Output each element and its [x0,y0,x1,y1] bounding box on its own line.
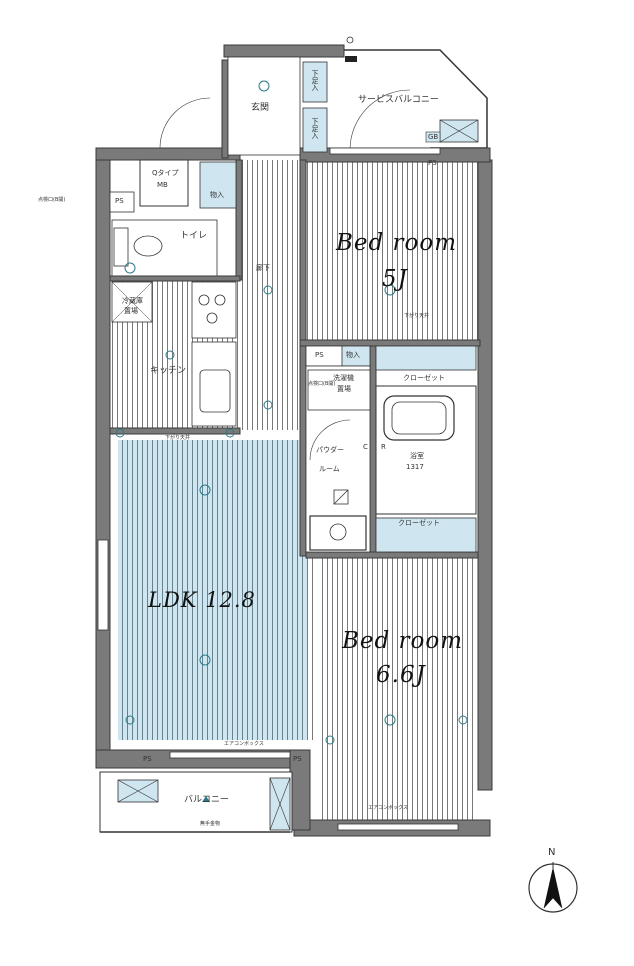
ceiling-label-1: 下がり天井 [404,313,430,319]
inspection-label-2: 点検口(B開) [308,381,336,387]
bedroom1-floor [305,162,480,340]
compass-label: N [548,847,556,858]
shoe-cabinet-1 [302,61,328,103]
light-icon [258,80,270,92]
shoe-cabinet-2 [302,107,328,153]
ps-label-left: PS [115,197,124,205]
floor-hatching [110,160,480,820]
entrance-label: 玄関 [251,103,270,113]
closet-2-label: クローゼット [398,519,440,527]
washer-label-1: 洗濯機 [333,374,354,382]
ps-label-top: PS [428,159,437,167]
balcony-label: バルコニー [184,795,229,805]
service-balcony-label: サービスバルコニー [358,95,439,105]
hallway-label: 廊下 [256,264,270,272]
bedroom1-size: 5J [382,266,408,292]
mb-label-2: MB [157,181,168,189]
kitchen-label: キッチン [150,366,187,376]
fridge-label-2: 置場 [124,307,138,315]
toilet-fixtures [113,227,163,274]
kitchen-fixtures [111,281,237,427]
shoe-cabinet-2-label: 下足入 [311,118,319,139]
powder-room-label-2: ルーム [319,465,340,473]
vanity [309,515,367,551]
bedroom2-floor [318,558,476,820]
storage-1-label: 物入 [210,191,224,199]
toilet-label: トイレ [180,231,208,241]
stove-counter [191,281,237,339]
closet-1-label: クローゼット [403,374,445,382]
bedroom2-title: Bed room [342,628,464,654]
entrance-area [159,36,479,156]
hallway-floor [240,160,300,430]
letter-r-label: R [381,443,386,451]
ps-label-bottom-2: PS [293,755,302,763]
toilet-icon [133,235,163,257]
washer-space [307,369,371,411]
windows [97,147,459,831]
powder-room-label-1: パウダー [316,446,344,454]
bedroom2-size: 6.6J [376,662,426,688]
handrail-label: 無手金物 [200,821,221,827]
bath-label: 浴室 [410,452,424,460]
washer-label-2: 置場 [337,385,351,393]
letter-c-label: C [363,443,368,451]
inspection-label: 点検口(B開) [38,197,66,203]
ldk-label: LDK 12.8 [148,588,256,612]
mb-label-1: Qタイプ [152,169,179,177]
shoe-cabinet-1-label: 下足入 [311,70,319,91]
compass-icon [528,862,578,913]
ps-label-bottom-1: PS [143,755,152,763]
fridge-label-1: 冷蔵庫 [122,297,143,305]
gb-label: GB [428,133,439,141]
ldk-floor [118,440,308,740]
toilet-floor [111,219,218,279]
bedroom1-title: Bed room [336,230,458,256]
outlets [115,284,468,745]
mb-area [109,159,237,213]
bath-size-label: 1317 [406,463,424,471]
ceiling-label-2: 下がり天井 [165,435,191,441]
aircon-box-1-label: エアコンボックス [224,741,264,747]
storage-2-label: 物入 [346,351,360,359]
bath-area [305,345,477,553]
ps-label-mid: PS [315,351,324,359]
closet-1-box [375,345,477,371]
closet-2-box [375,517,477,553]
aircon-box-2-label: エアコンボックス [368,805,408,811]
balcony-area [99,771,293,833]
